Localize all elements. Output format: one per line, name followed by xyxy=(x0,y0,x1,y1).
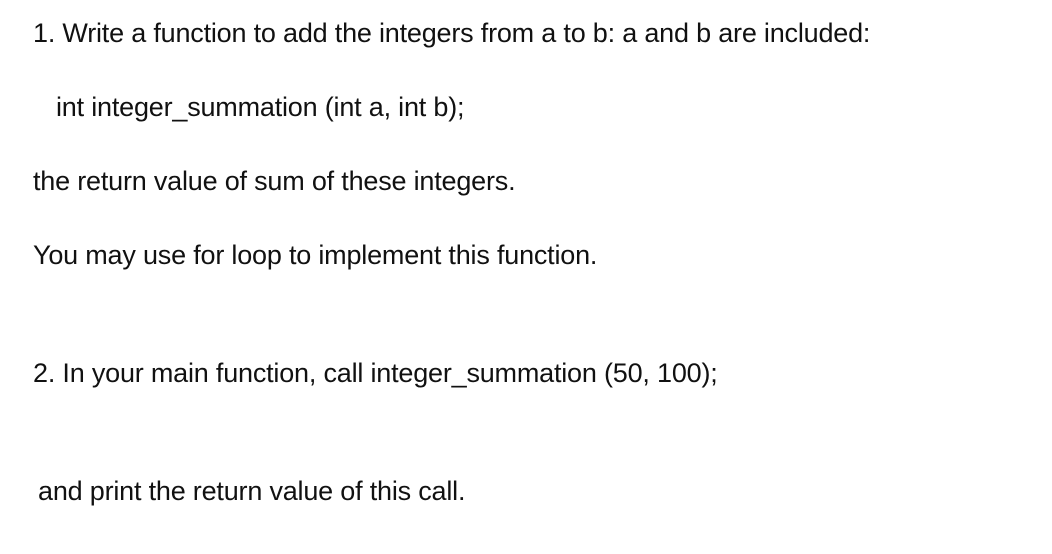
print-instruction: and print the return value of this call. xyxy=(38,476,466,506)
function-prototype: int integer_summation (int a, int b); xyxy=(56,92,465,122)
task-1-statement: 1. Write a function to add the integers … xyxy=(33,18,871,48)
task-2-statement: 2. In your main function, call integer_s… xyxy=(33,358,718,388)
return-value-description: the return value of sum of these integer… xyxy=(33,166,516,196)
implementation-hint: You may use for loop to implement this f… xyxy=(33,240,598,270)
